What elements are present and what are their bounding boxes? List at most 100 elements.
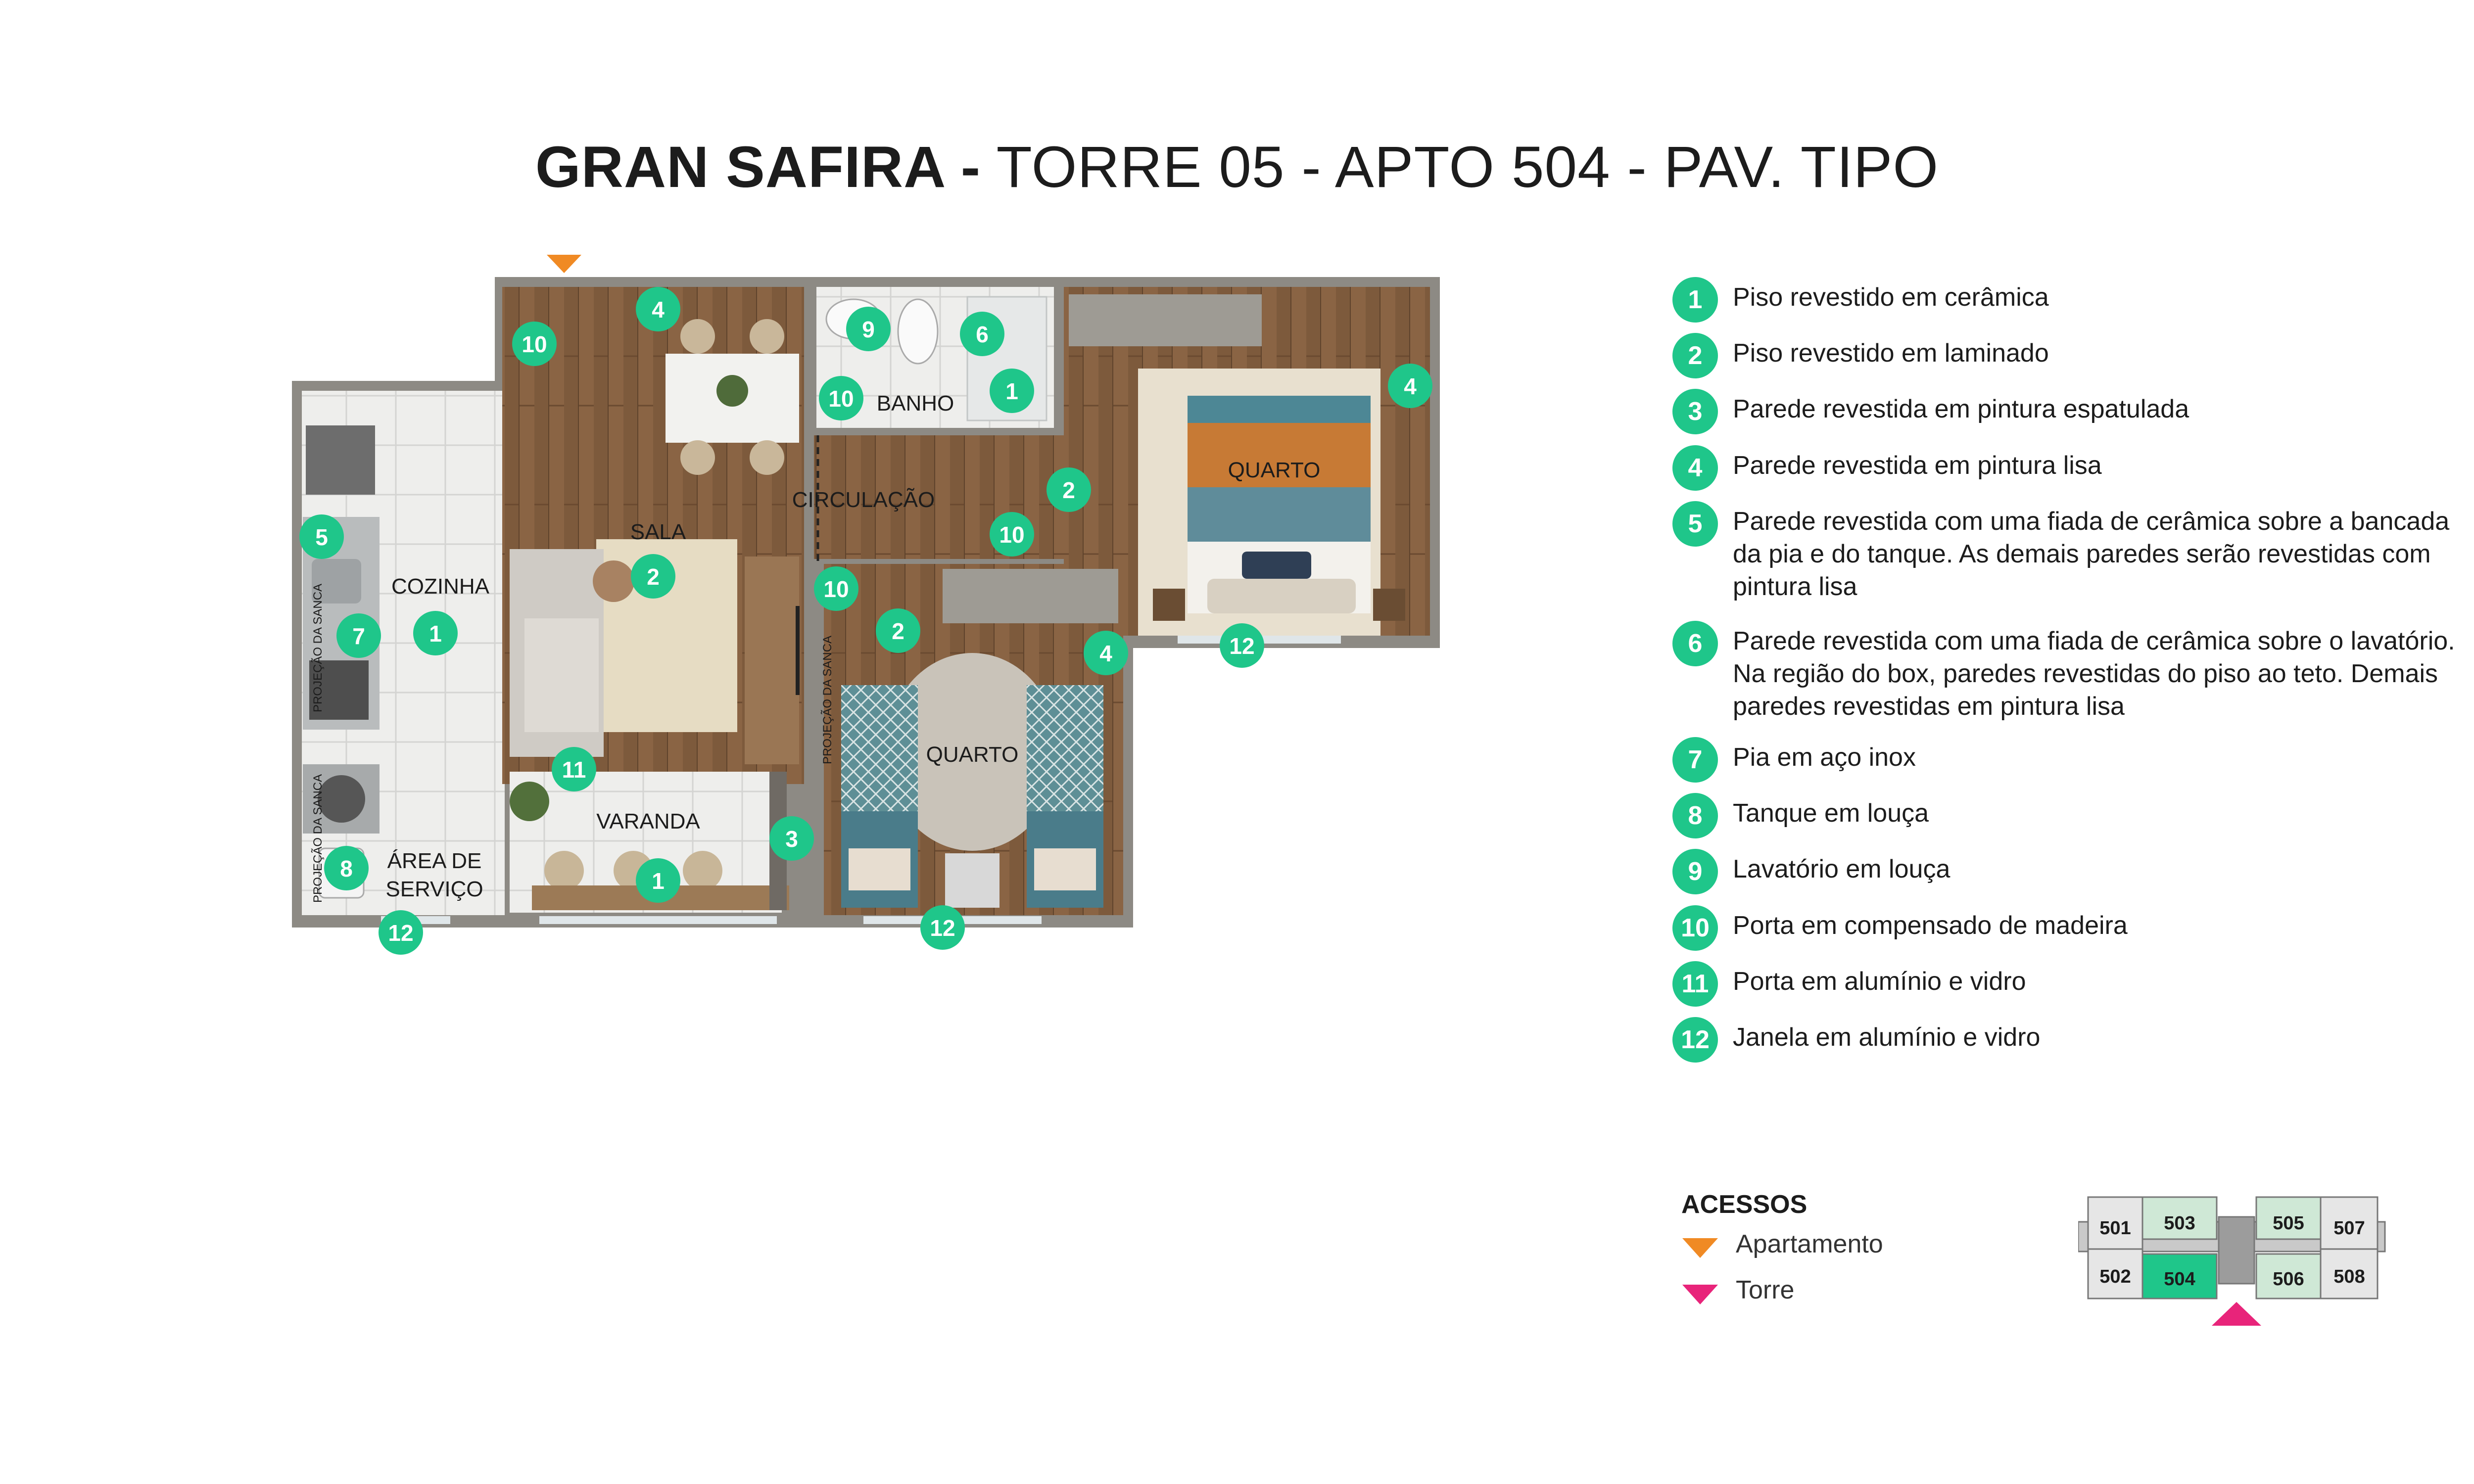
acessos-title: ACESSOS bbox=[1681, 1190, 1808, 1219]
svg-text:10: 10 bbox=[828, 386, 854, 412]
plan-marker: 7 bbox=[336, 613, 381, 658]
room-label-circulacao: CIRCULAÇÃO bbox=[792, 487, 935, 512]
svg-text:4: 4 bbox=[1099, 641, 1112, 666]
stove bbox=[309, 660, 369, 720]
unit-label: 507 bbox=[2333, 1218, 2365, 1239]
wardrobe bbox=[1069, 294, 1262, 346]
chair bbox=[680, 440, 715, 475]
plan-marker: 6 bbox=[960, 312, 1004, 356]
unit-label: 503 bbox=[2164, 1213, 2195, 1234]
svg-text:2: 2 bbox=[892, 618, 904, 644]
apartment-access-icon bbox=[1682, 1238, 1718, 1258]
tower-access-icon bbox=[1682, 1285, 1718, 1304]
svg-text:2: 2 bbox=[647, 564, 660, 590]
svg-text:6: 6 bbox=[976, 322, 989, 347]
unit-label: 501 bbox=[2099, 1218, 2131, 1239]
acessos-apartamento: Apartamento bbox=[1736, 1230, 1883, 1258]
toilet bbox=[897, 298, 939, 365]
legend-text: Parede revestida em pintura lisa bbox=[1733, 451, 2102, 480]
washer-drum bbox=[318, 775, 365, 823]
key-plan: 501 502 503 504 505 506 507 508 bbox=[2078, 1196, 2386, 1326]
plan-marker: 11 bbox=[552, 747, 596, 791]
legend-text: Porta em alumínio e vidro bbox=[1733, 967, 2026, 996]
room-label-sala: SALA bbox=[630, 520, 686, 544]
plan-marker: 10 bbox=[512, 322, 557, 366]
legend-number: 9 bbox=[1672, 849, 1718, 894]
legend-text: Parede revestida com uma fiada de cerâmi… bbox=[1733, 507, 2450, 601]
legend-text: Porta em compensado de madeira bbox=[1733, 911, 2128, 940]
legend-text: Pia em aço inox bbox=[1733, 743, 1916, 772]
plan-marker: 1 bbox=[990, 369, 1034, 413]
sanca-label: PROJEÇÃO DA SANCA bbox=[311, 774, 325, 903]
room-label-varanda: VARANDA bbox=[596, 809, 700, 834]
legend-number: 6 bbox=[1672, 621, 1718, 666]
page-title: GRAN SAFIRA - TORRE 05 - APTO 504 - PAV.… bbox=[0, 134, 2474, 201]
sanca-label: PROJEÇÃO DA SANCA bbox=[821, 636, 834, 764]
legend-text: Lavatório em louça bbox=[1733, 855, 1951, 883]
svg-text:11: 11 bbox=[562, 757, 586, 783]
unit-label: 506 bbox=[2273, 1269, 2304, 1290]
window bbox=[539, 916, 777, 924]
plan-marker: 4 bbox=[1084, 631, 1128, 675]
legend-text: Piso revestido em laminado bbox=[1733, 339, 2049, 368]
room-label-area-servico: SERVIÇO bbox=[385, 877, 483, 901]
nightstand bbox=[1373, 589, 1405, 621]
tower-access-icon bbox=[2212, 1302, 2261, 1326]
svg-text:1: 1 bbox=[1005, 378, 1018, 404]
plan-marker: 2 bbox=[1047, 467, 1091, 512]
apartment-access-icon bbox=[547, 255, 581, 273]
sink-basin bbox=[312, 559, 361, 603]
chair bbox=[750, 319, 784, 354]
legend-number: 12 bbox=[1672, 1017, 1718, 1063]
room-label-quarto: QUARTO bbox=[926, 742, 1019, 767]
plan-marker: 1 bbox=[636, 858, 680, 903]
legend-text: Parede revestida com uma fiada de cerâmi… bbox=[1733, 627, 2455, 721]
plan-marker: 10 bbox=[990, 512, 1034, 556]
key-plan-core bbox=[2218, 1216, 2255, 1285]
legend-number: 8 bbox=[1672, 793, 1718, 838]
legend-number: 7 bbox=[1672, 737, 1718, 783]
svg-text:10: 10 bbox=[999, 522, 1024, 548]
plan-marker: 10 bbox=[814, 566, 858, 611]
svg-text:12: 12 bbox=[1229, 633, 1254, 659]
plan-marker: 5 bbox=[299, 514, 344, 559]
title-bold: GRAN SAFIRA - bbox=[535, 135, 981, 200]
plan-marker: 2 bbox=[876, 608, 920, 653]
legend-text: Parede revestida em pintura espatulada bbox=[1733, 395, 2189, 423]
svg-text:2: 2 bbox=[1062, 477, 1075, 503]
title-light: TORRE 05 - APTO 504 - PAV. TIPO bbox=[996, 135, 1939, 200]
unit-504 bbox=[2141, 1253, 2218, 1299]
unit-501 bbox=[2087, 1196, 2143, 1250]
wardrobe2 bbox=[943, 569, 1118, 623]
plan-marker: 2 bbox=[631, 554, 675, 599]
bed-cushion bbox=[1242, 552, 1311, 579]
fridge bbox=[306, 425, 375, 495]
chair bbox=[750, 440, 784, 475]
chair bbox=[680, 319, 715, 354]
plan-marker: 10 bbox=[819, 376, 863, 420]
plan-marker: 12 bbox=[920, 905, 965, 950]
room-label-area-servico: ÁREA DE bbox=[387, 849, 482, 873]
bed-left-pillow bbox=[849, 848, 910, 890]
plan-marker: 4 bbox=[636, 287, 680, 331]
veranda-chair bbox=[544, 851, 584, 890]
table-plant bbox=[716, 375, 748, 407]
svg-text:12: 12 bbox=[930, 915, 955, 941]
legend-number: 5 bbox=[1672, 501, 1718, 547]
svg-text:12: 12 bbox=[388, 920, 413, 946]
svg-text:3: 3 bbox=[785, 826, 798, 852]
bed-pillows bbox=[1207, 579, 1356, 613]
desk bbox=[945, 853, 999, 908]
unit-label: 504 bbox=[2164, 1269, 2195, 1290]
legend-number: 2 bbox=[1672, 333, 1718, 378]
plan-marker: 12 bbox=[379, 910, 423, 955]
unit-508 bbox=[2320, 1248, 2379, 1299]
svg-text:9: 9 bbox=[862, 317, 875, 342]
sanca-label: PROJEÇÃO DA SANCA bbox=[311, 584, 325, 712]
legend-number: 4 bbox=[1672, 445, 1718, 491]
legend-number: 10 bbox=[1672, 905, 1718, 951]
unit-label: 508 bbox=[2333, 1266, 2365, 1287]
unit-502 bbox=[2087, 1248, 2143, 1299]
legend-text: Janela em alumínio e vidro bbox=[1733, 1023, 2041, 1052]
side-table bbox=[593, 560, 634, 602]
